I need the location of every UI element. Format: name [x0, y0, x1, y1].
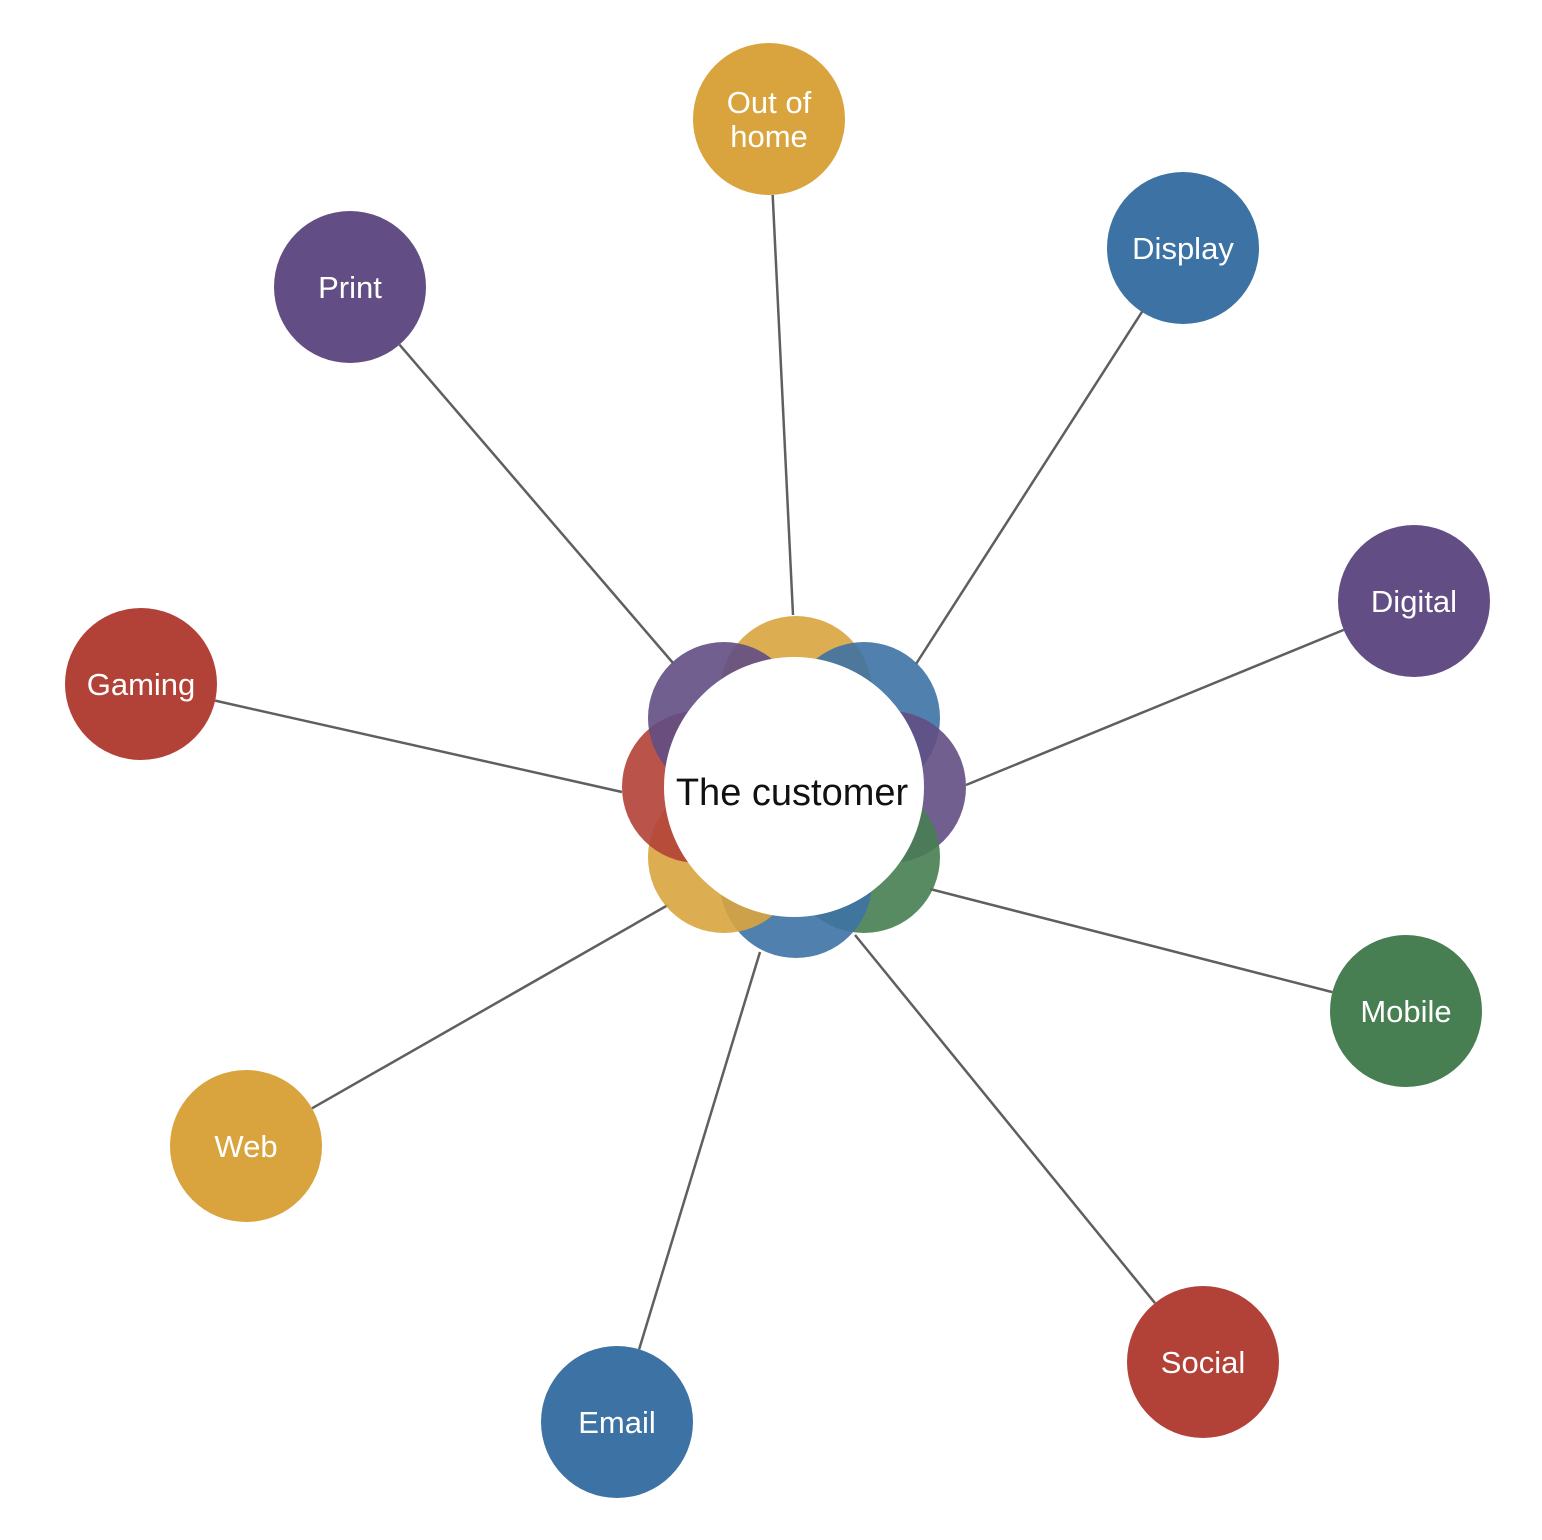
channel-circle-out-of-home [693, 43, 845, 195]
channel-label-display: Display [1132, 231, 1234, 266]
channel-node-gaming: Gaming [65, 608, 217, 760]
channel-label-email: Email [578, 1405, 656, 1440]
channel-label-gaming: Gaming [87, 667, 196, 702]
spoke-gaming [214, 699, 623, 794]
spoke-digital [965, 628, 1345, 787]
channel-label-line: Mobile [1360, 994, 1451, 1029]
channel-label-social: Social [1161, 1345, 1245, 1380]
channel-label-line: Out of [727, 85, 812, 120]
channel-node-print: Print [274, 211, 426, 363]
channel-label-mobile: Mobile [1360, 994, 1451, 1029]
spoke-print [398, 343, 674, 664]
channel-circle-gaming [65, 608, 217, 760]
channel-label-line: Social [1161, 1345, 1245, 1380]
spoke-mobile [929, 887, 1333, 994]
center-label: The customer [676, 772, 909, 814]
channel-node-email: Email [541, 1346, 693, 1498]
channel-node-digital: Digital [1338, 525, 1490, 677]
channel-circle-digital [1338, 525, 1490, 677]
channel-label-line: Gaming [87, 667, 196, 702]
channel-label-line: Email [578, 1405, 656, 1440]
channel-circle-display [1107, 172, 1259, 324]
channel-label-line: home [730, 119, 808, 154]
channel-node-mobile: Mobile [1330, 935, 1482, 1087]
channel-label-line: Display [1132, 231, 1234, 266]
channel-label-line: Print [318, 270, 382, 305]
channel-circle-mobile [1330, 935, 1482, 1087]
channel-circle-web [170, 1070, 322, 1222]
spoke-display [914, 311, 1144, 665]
center-node: The customer [664, 657, 924, 917]
channel-node-social: Social [1127, 1286, 1279, 1438]
channel-node-web: Web [170, 1070, 322, 1222]
center-circle [664, 657, 924, 917]
channel-label-line: Digital [1371, 584, 1457, 619]
spokes [214, 194, 1345, 1350]
channel-label-web: Web [214, 1129, 277, 1164]
channel-circle-email [541, 1346, 693, 1498]
channel-label-line: Web [214, 1129, 277, 1164]
spoke-social [854, 934, 1156, 1304]
channel-label-print: Print [318, 270, 382, 305]
channel-node-display: Display [1107, 172, 1259, 324]
channel-label-digital: Digital [1371, 584, 1457, 619]
channel-circle-print [274, 211, 426, 363]
spoke-web [311, 903, 669, 1110]
channel-circle-social [1127, 1286, 1279, 1438]
spoke-out-of-home [771, 194, 795, 616]
spoke-email [637, 951, 762, 1350]
